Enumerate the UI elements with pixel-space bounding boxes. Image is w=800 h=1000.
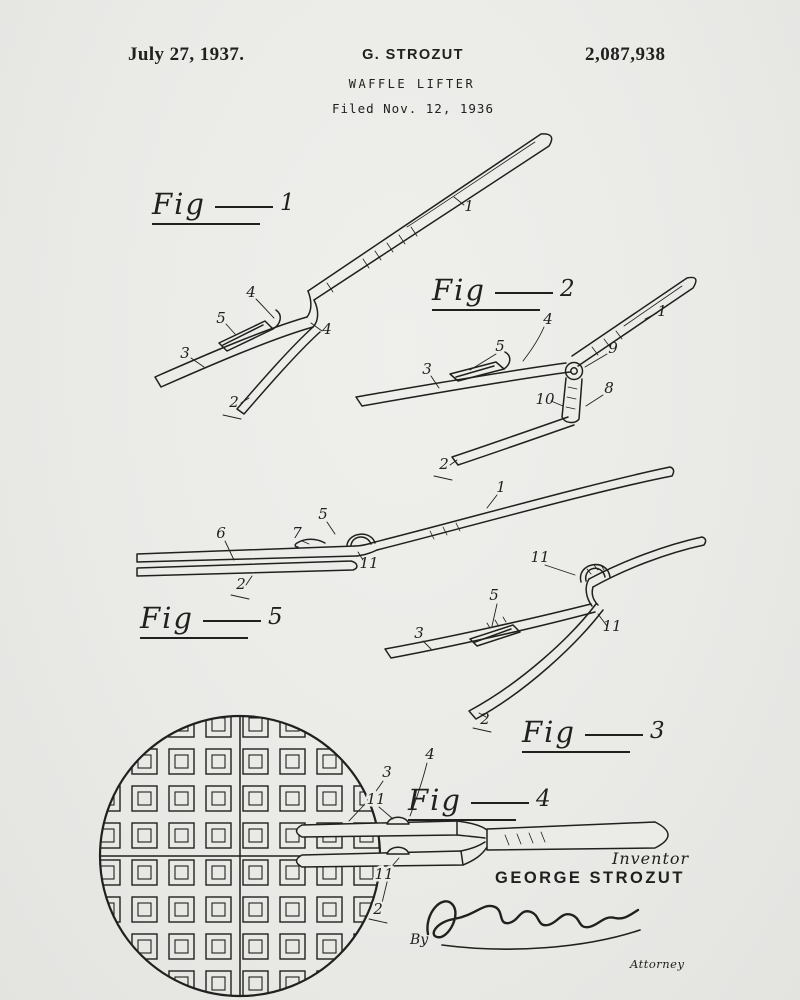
- fig2-lifter: [355, 276, 697, 466]
- figure-5-drawing: 1 5 7 11 6 2: [136, 466, 675, 600]
- figure-2-drawing: 1 4 9 5 3 10 8 2: [355, 276, 697, 481]
- figure-2-label: Fig 2: [432, 276, 575, 311]
- patent-title: WAFFLE LIFTER: [348, 77, 476, 91]
- fig-underline: [140, 637, 248, 639]
- ref-numeral: 2: [372, 900, 383, 918]
- ref-numeral: 9: [608, 339, 618, 357]
- ref-numeral: 6: [216, 524, 226, 542]
- ref-numeral: 11: [359, 554, 378, 572]
- ref-numeral: 3: [422, 360, 432, 378]
- ref-numeral: 1: [496, 478, 506, 496]
- fig5-leader-lines: [224, 494, 498, 600]
- ref-numeral: 11: [366, 790, 385, 808]
- ref-numeral: 7: [292, 524, 302, 542]
- fig-number: 4: [535, 786, 551, 812]
- inventor-name: GEORGE STROZUT: [495, 869, 685, 887]
- fig-number: 1: [279, 190, 295, 216]
- fig-underline: [152, 223, 260, 225]
- ref-numeral: 1: [464, 197, 474, 215]
- ref-numeral: 8: [604, 379, 614, 397]
- fig-dash-line: [584, 734, 643, 736]
- fig-word: Fig: [522, 715, 576, 749]
- ref-numeral: 5: [318, 505, 328, 523]
- fig3-leader-lines: [422, 564, 608, 733]
- patent-date: July 27, 1937.: [128, 44, 245, 65]
- fig2-leader-lines: [430, 312, 658, 481]
- fig3-lifter: [384, 536, 707, 720]
- inventor-header: G. STROZUT: [362, 47, 464, 63]
- fig-number: 3: [649, 718, 665, 744]
- fig5-lifter: [136, 466, 675, 577]
- fig-word: Fig: [408, 783, 462, 817]
- fig2-ref-numerals: 1 4 9 5 3 10 8 2: [422, 302, 667, 473]
- fig-word: Fig: [152, 187, 206, 221]
- ref-numeral: 2: [438, 455, 449, 473]
- ref-numeral: 11: [602, 617, 621, 635]
- figure-1-label: Fig 1: [152, 190, 295, 225]
- figure-3-drawing: 11 5 3 11 2: [384, 536, 707, 733]
- ref-numeral: 3: [180, 344, 190, 362]
- ref-numeral: 4: [424, 745, 435, 763]
- figure-3-label: Fig 3: [522, 718, 665, 753]
- fig-dash-line: [214, 206, 273, 208]
- ref-numeral: 4: [321, 320, 332, 338]
- fig1-lifter: [154, 133, 553, 415]
- fig-underline: [432, 309, 540, 311]
- inventor-signature: [426, 900, 641, 950]
- fig-number: 5: [267, 604, 283, 630]
- ref-numeral: 5: [489, 586, 499, 604]
- signature-strokes: [426, 900, 641, 950]
- fig-underline: [408, 819, 516, 821]
- fig5-ref-numerals: 1 5 7 11 6 2: [216, 478, 506, 593]
- ref-numeral: 1: [657, 302, 667, 320]
- ref-numeral: 3: [414, 624, 424, 642]
- figure-4-drawing: 3 4 11 11 2: [98, 714, 669, 998]
- fig1-ref-numerals: 1 4 5 3 4 2: [180, 197, 474, 411]
- ref-numeral: 5: [216, 309, 226, 327]
- fig-dash-line: [494, 292, 553, 294]
- ref-numeral: 2: [235, 575, 246, 593]
- ref-numeral: 4: [245, 283, 256, 301]
- ref-numeral: 2: [479, 710, 490, 728]
- fig4-lifter: [295, 816, 669, 868]
- fig-number: 2: [559, 276, 575, 302]
- fig4-leader-lines: [348, 762, 428, 924]
- fig3-ref-numerals: 11 5 3 11 2: [414, 548, 621, 728]
- ref-numeral: 3: [382, 763, 392, 781]
- ref-numeral: 5: [495, 337, 505, 355]
- ref-numeral: 11: [374, 865, 393, 883]
- figure-1-drawing: 1 4 5 3 4 2: [154, 133, 553, 420]
- inventor-label: Inventor: [612, 849, 690, 868]
- fig-underline: [522, 751, 630, 753]
- ref-numeral: 10: [535, 390, 555, 408]
- attorney-label: Attorney: [630, 957, 685, 971]
- figure-4-label: Fig 4: [408, 786, 551, 821]
- filed-line: Filed Nov. 12, 1936: [332, 101, 494, 116]
- ref-numeral: 11: [530, 548, 549, 566]
- fig-dash-line: [470, 802, 529, 804]
- fig1-leader-lines: [190, 196, 465, 420]
- patent-number: 2,087,938: [585, 44, 666, 65]
- ref-numeral: 2: [228, 393, 239, 411]
- fig4-ref-numerals: 3 4 11 11 2: [364, 743, 437, 921]
- figure-5-label: Fig 5: [140, 604, 283, 639]
- by-label: By: [410, 932, 429, 948]
- fig-word: Fig: [432, 273, 486, 307]
- fig-word: Fig: [140, 601, 194, 635]
- ref-numeral: 4: [542, 310, 553, 328]
- fig-dash-line: [202, 620, 261, 622]
